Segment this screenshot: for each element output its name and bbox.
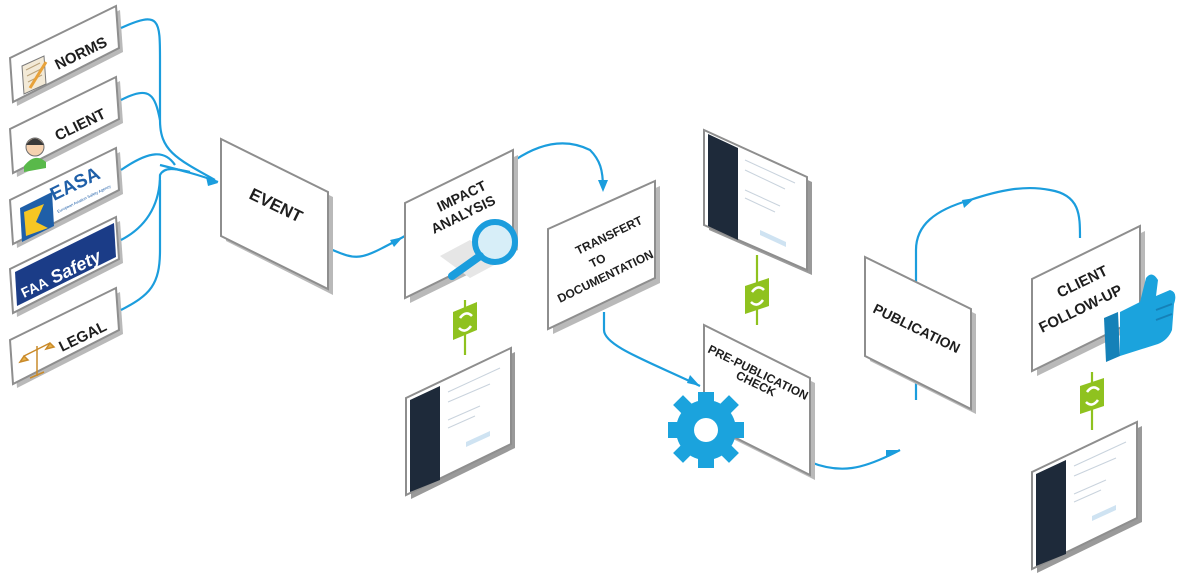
- notepad-pencil-icon: [21, 55, 48, 95]
- sync-icon: [1080, 378, 1104, 414]
- magnifier-icon: [440, 219, 518, 280]
- scales-icon: [18, 341, 56, 379]
- step-card-client-followup: CLIENT FOLLOW-UP: [1031, 224, 1176, 376]
- step-card-transfert: TRANSFERT TO DOCUMENTATION: [547, 179, 660, 334]
- sync-icon: [745, 278, 769, 314]
- person-headset-icon: [24, 137, 46, 172]
- step-card-pre-publication: PRE-PUBLICATION CHECK: [668, 323, 815, 480]
- tablet-screen: [703, 128, 812, 275]
- gear-icon: [668, 392, 744, 468]
- source-card-client: CLIENT: [8, 75, 123, 177]
- step-card-impact-analysis: IMPACT ANALYSIS: [404, 148, 518, 303]
- faa-safety-logo: [15, 223, 116, 306]
- thumbs-up-icon: [1104, 274, 1176, 362]
- step-card-event: EVENT: [220, 137, 333, 295]
- step-label-transfert-line2: TO: [587, 251, 608, 271]
- tablet-screen: [1031, 420, 1142, 573]
- step-card-publication: PUBLICATION: [864, 255, 976, 414]
- source-card-easa: EASA European Aviation Safety Agency: [8, 146, 123, 248]
- sync-icon: [453, 302, 477, 340]
- tablet-screen: [405, 346, 515, 499]
- flow-connectors: [120, 18, 1082, 470]
